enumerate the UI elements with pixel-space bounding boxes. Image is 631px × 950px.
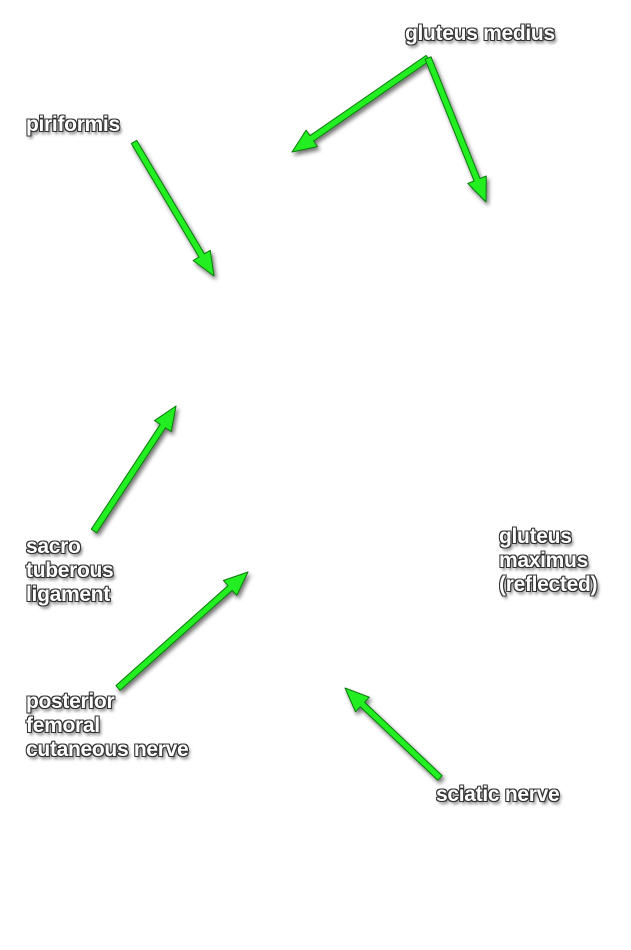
label-gluteus-medius-text: gluteus medius — [405, 22, 555, 45]
label-posterior-femoral-cutaneous-nerve: posterior femoral cutaneous nerve — [26, 690, 189, 762]
label-sciatic-nerve: sciatic nerve — [436, 783, 560, 807]
arrows-group — [90, 54, 487, 781]
arrow-sacrotuberous — [90, 405, 177, 534]
label-gluteus-maximus-line-2: maximus — [499, 549, 588, 572]
label-sacrotuberous-line-3: ligament — [26, 583, 110, 606]
arrow-piriformis — [130, 139, 215, 277]
label-piriformis: piriformis — [26, 113, 120, 137]
arrow-posterior-femoral — [115, 571, 249, 691]
arrow-sciatic-nerve — [344, 687, 443, 781]
arrow-gluteus-medius-left — [291, 54, 431, 153]
label-gluteus-maximus-line-1: gluteus — [499, 525, 572, 548]
label-posterior-femoral-line-1: posterior — [26, 690, 115, 713]
label-sacrotuberous-line-1: sacro — [26, 535, 81, 558]
label-sacrotuberous-ligament: sacro tuberous ligament — [26, 535, 114, 607]
label-gluteus-maximus: gluteus maximus (reflected) — [499, 525, 598, 597]
label-sacrotuberous-line-2: tuberous — [26, 559, 114, 582]
label-posterior-femoral-line-3: cutaneous nerve — [26, 738, 189, 761]
label-piriformis-text: piriformis — [26, 113, 120, 136]
label-posterior-femoral-line-2: femoral — [26, 714, 100, 737]
label-gluteus-medius: gluteus medius — [405, 22, 555, 46]
label-gluteus-maximus-line-3: (reflected) — [499, 573, 598, 596]
arrow-gluteus-medius-right — [424, 56, 487, 203]
label-sciatic-nerve-text: sciatic nerve — [436, 783, 560, 806]
